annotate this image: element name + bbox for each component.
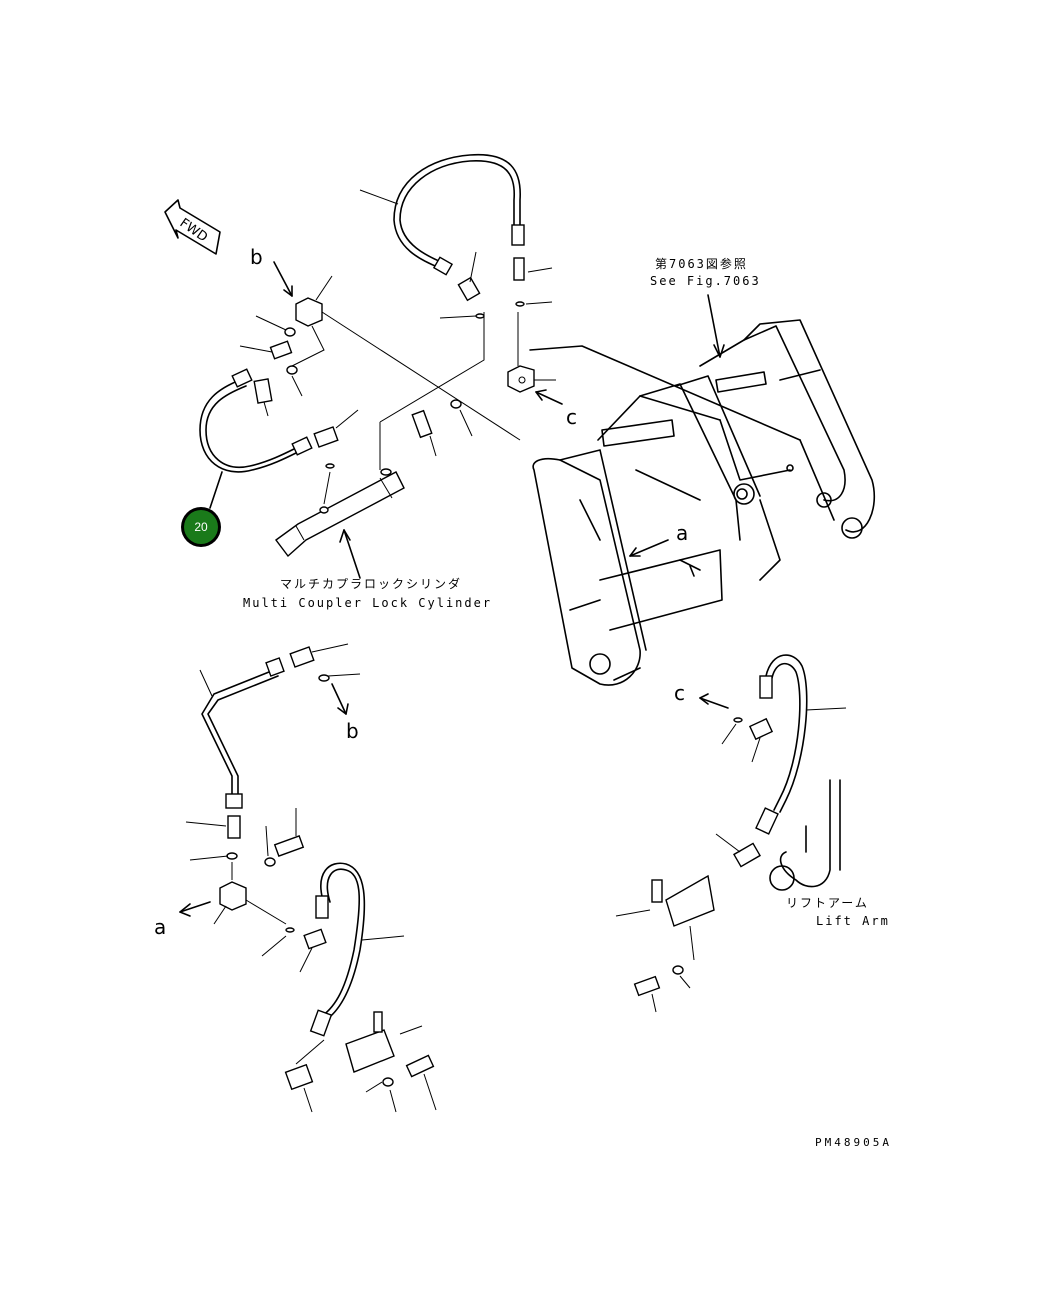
lift-arm-label-jp: リフトアーム bbox=[786, 896, 869, 910]
callout-20-fill bbox=[184, 510, 218, 544]
drawing-code: PM48905A bbox=[815, 1136, 892, 1149]
top-hose bbox=[359, 153, 525, 276]
letter-a-right: a bbox=[676, 521, 688, 545]
reference-en: See Fig.7063 bbox=[650, 274, 761, 288]
bottom-hose bbox=[261, 862, 405, 1037]
callout-20[interactable]: 20 bbox=[181, 507, 221, 547]
letter-c-bottom: c bbox=[674, 681, 685, 705]
reference-leader bbox=[707, 294, 721, 358]
left-pipe: b bbox=[185, 643, 361, 861]
block-a-bottom: a bbox=[154, 808, 305, 939]
top-fittings bbox=[379, 251, 553, 423]
arrow-c-top-icon bbox=[535, 391, 563, 405]
coupler-frame bbox=[529, 319, 876, 686]
forward-arrow-icon: FWD bbox=[164, 199, 221, 255]
letter-c-top: c bbox=[566, 405, 577, 429]
callout-20-number: 20 bbox=[194, 520, 208, 534]
letter-b-bottom: b bbox=[346, 719, 359, 743]
letter-a-left: a bbox=[154, 915, 166, 939]
center-bolts bbox=[411, 399, 473, 457]
lock-cylinder bbox=[275, 422, 405, 579]
reference-jp: 第7063図参照 bbox=[655, 256, 748, 271]
left-top-fittings bbox=[239, 315, 303, 417]
lift-arm-label-en: Lift Arm bbox=[816, 914, 890, 928]
cylinder-label-jp: マルチカプラロックシリンダ bbox=[280, 576, 462, 591]
right-bracket bbox=[615, 874, 715, 1013]
bottom-bracket bbox=[284, 1011, 437, 1113]
arrow-b-top-icon bbox=[273, 261, 293, 297]
left-hose bbox=[199, 368, 313, 509]
letter-b-top: b bbox=[250, 245, 263, 269]
arrow-c-bottom-icon bbox=[699, 697, 729, 709]
cylinder-fittings bbox=[313, 409, 359, 505]
cylinder-label-en: Multi Coupler Lock Cylinder bbox=[243, 596, 492, 610]
lift-arm-outline bbox=[769, 779, 841, 891]
block-b-top: b bbox=[250, 245, 521, 441]
arrow-b-bottom-icon bbox=[331, 683, 347, 715]
reference-arrowhead-icon bbox=[713, 344, 725, 358]
cylinder-leader-arrow-icon bbox=[343, 529, 361, 579]
right-hose: c bbox=[674, 654, 847, 868]
arrow-a-left-icon bbox=[179, 901, 211, 913]
arrow-a-right-icon bbox=[629, 539, 669, 557]
block-c-top: c bbox=[507, 312, 577, 429]
